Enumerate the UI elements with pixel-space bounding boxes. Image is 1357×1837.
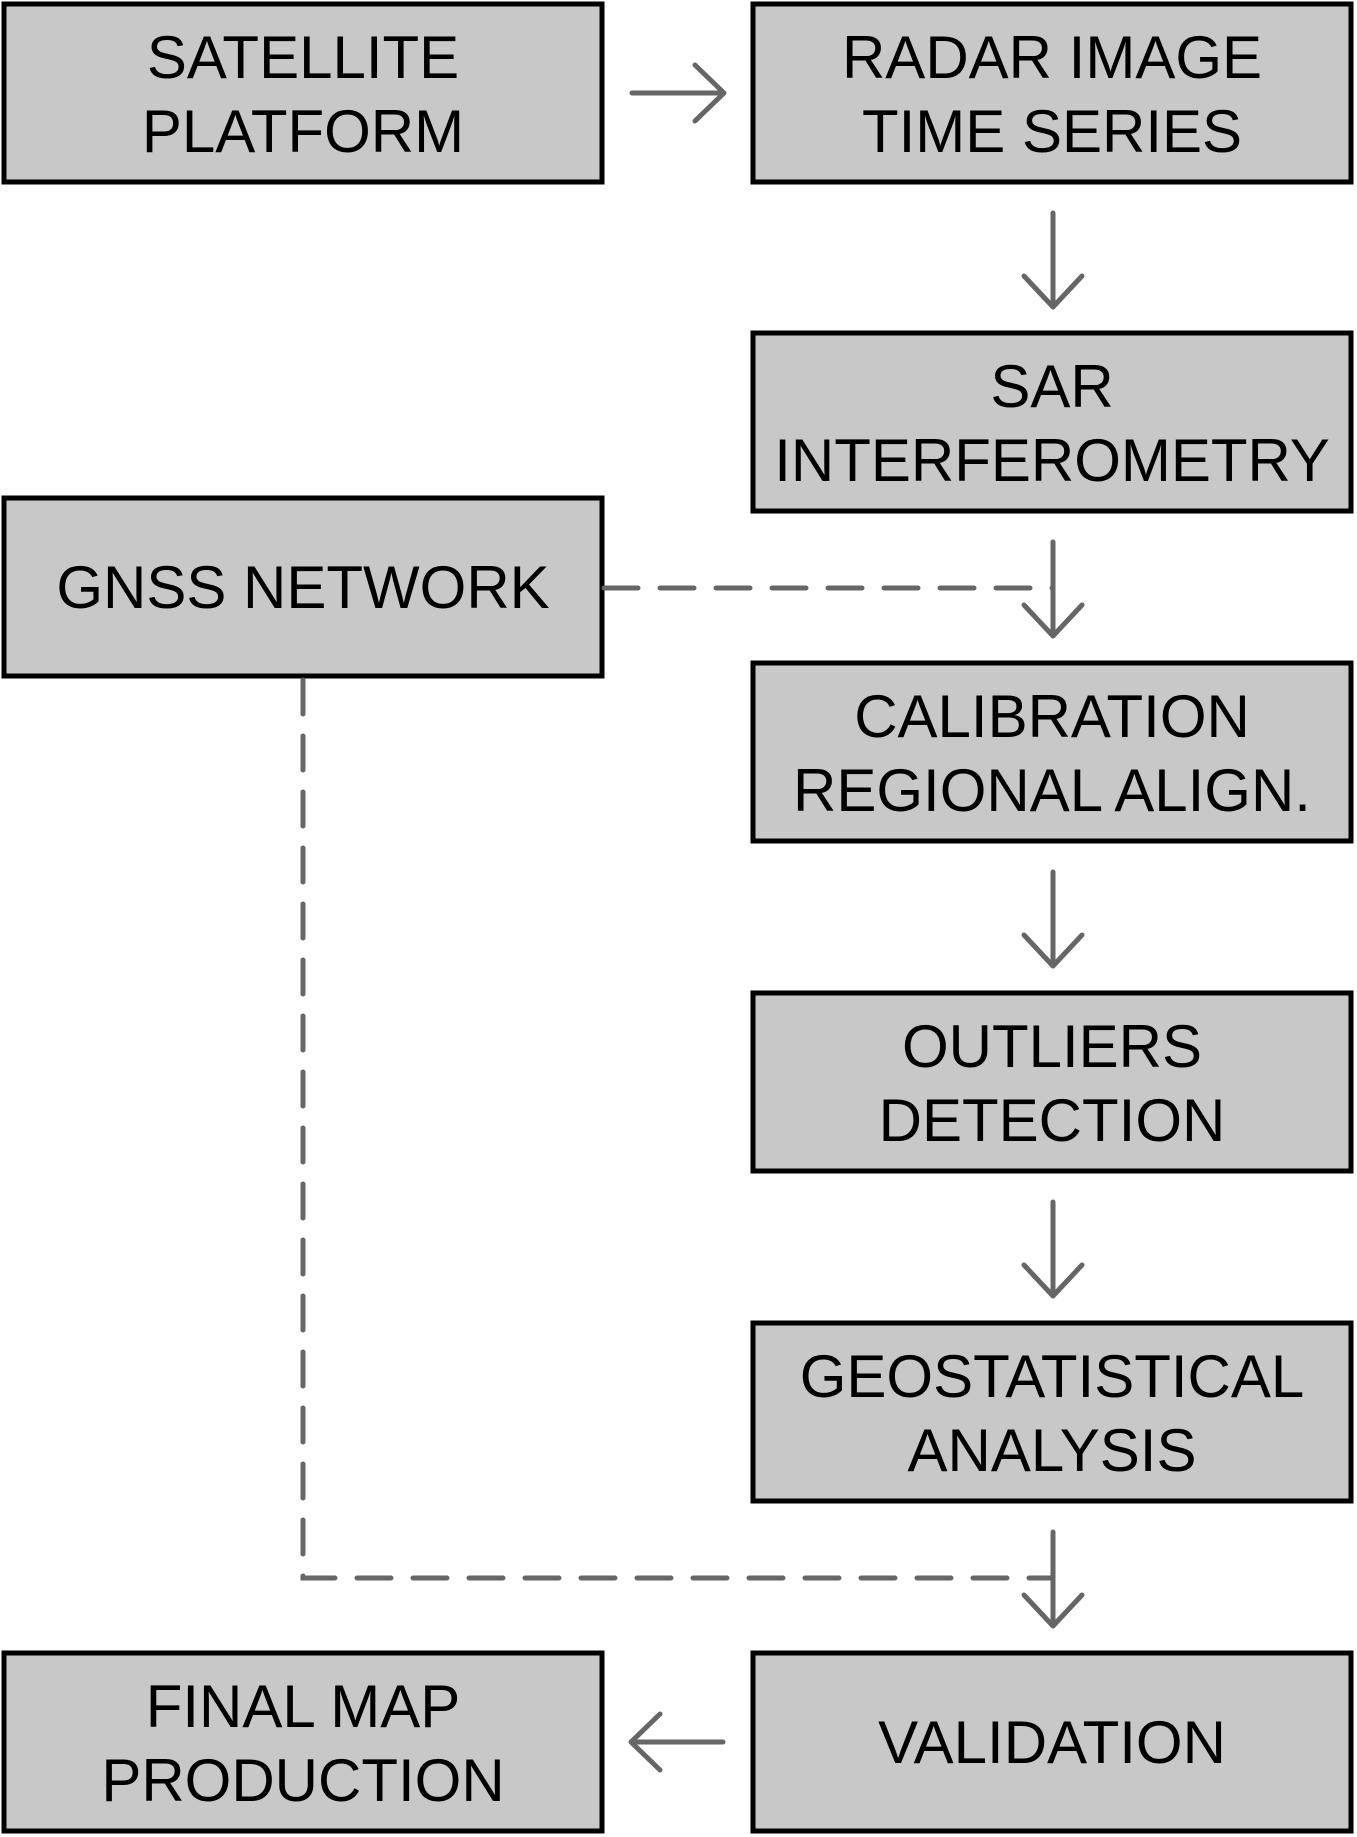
node-calibration-regional-align: CALIBRATION REGIONAL ALIGN.	[750, 660, 1354, 844]
node-label-line: DETECTION	[879, 1087, 1226, 1154]
node-geostatistical-analysis: GEOSTATISTICAL ANALYSIS	[750, 1320, 1354, 1504]
node-label-line: SAR	[990, 353, 1113, 420]
node-label-line: RADAR IMAGE	[842, 24, 1262, 91]
node-label-line: OUTLIERS	[902, 1013, 1202, 1080]
node-radar-image-time-series: RADAR IMAGE TIME SERIES	[750, 1, 1354, 185]
node-final-map-production: FINAL MAP PRODUCTION	[1, 1650, 605, 1834]
arrow-validation-to-finalmap	[628, 1711, 726, 1773]
node-label-line: GEOSTATISTICAL	[800, 1343, 1305, 1410]
node-label-line: VALIDATION	[878, 1709, 1226, 1776]
node-label-line: CALIBRATION	[854, 683, 1250, 750]
node-label-line: PRODUCTION	[101, 1747, 504, 1814]
node-label-line: INTERFEROMETRY	[774, 427, 1330, 494]
node-label-line: FINAL MAP	[146, 1673, 461, 1740]
node-label-line: TIME SERIES	[862, 98, 1242, 165]
arrow-outliers-to-geostat	[1021, 1199, 1085, 1299]
node-label-line: GNSS NETWORK	[56, 554, 549, 621]
node-label-line: REGIONAL ALIGN.	[793, 757, 1311, 824]
arrow-satellite-to-radar	[629, 62, 727, 124]
node-satellite-platform: SATELLITE PLATFORM	[1, 1, 605, 185]
node-validation: VALIDATION	[750, 1650, 1354, 1834]
arrow-radar-to-sar	[1021, 210, 1085, 310]
node-label-line: ANALYSIS	[907, 1417, 1196, 1484]
node-label-line: PLATFORM	[142, 98, 464, 165]
arrow-calibration-to-outliers	[1021, 869, 1085, 969]
node-sar-interferometry: SAR INTERFEROMETRY	[750, 330, 1354, 514]
node-outliers-detection: OUTLIERS DETECTION	[750, 990, 1354, 1174]
node-gnss-network: GNSS NETWORK	[1, 495, 605, 679]
dashed-gnss-to-validation	[300, 677, 1056, 1581]
node-label-line: SATELLITE	[147, 24, 459, 91]
